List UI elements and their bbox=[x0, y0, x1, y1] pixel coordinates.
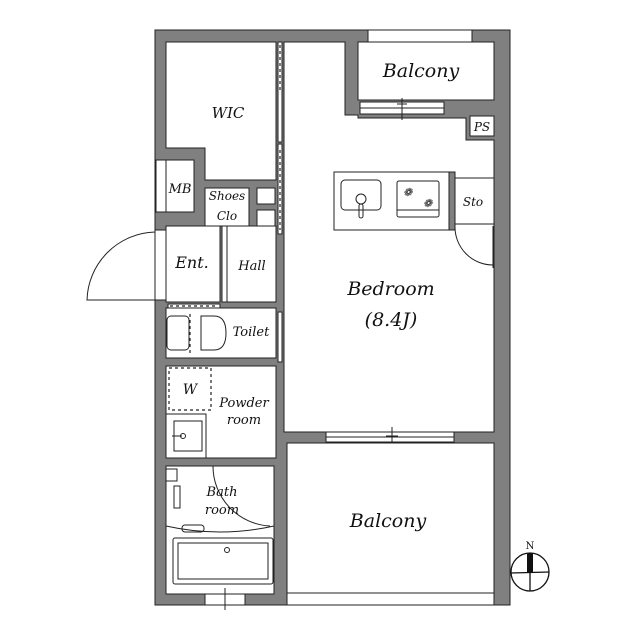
toilet-tank bbox=[166, 315, 190, 351]
north-compass-icon: N bbox=[510, 541, 550, 592]
room-shoes-closet bbox=[204, 187, 250, 227]
label-toilet: Toilet bbox=[233, 325, 270, 340]
balcony-bottom-rail bbox=[286, 592, 495, 606]
label-ps: PS bbox=[473, 120, 490, 134]
label-hall: Hall bbox=[237, 259, 265, 274]
label-powder-room: room bbox=[227, 413, 261, 428]
label-shoes: Shoes bbox=[209, 189, 245, 203]
label-mb: MB bbox=[168, 182, 192, 197]
shelf-small-1 bbox=[256, 187, 276, 205]
wic-sliding-door[interactable] bbox=[277, 41, 283, 143]
room-wic bbox=[165, 41, 277, 181]
stove bbox=[396, 180, 440, 218]
room-mb bbox=[165, 159, 195, 213]
room-storage bbox=[454, 177, 495, 225]
toilet-bowl bbox=[200, 315, 227, 351]
burner-icon: ❁ bbox=[423, 197, 433, 210]
label-bedroom-size: (8.4J) bbox=[365, 309, 418, 331]
room-entrance bbox=[165, 225, 221, 303]
label-balcony-bottom: Balcony bbox=[349, 510, 427, 532]
bath-door-swing[interactable] bbox=[212, 465, 271, 527]
room-ps bbox=[469, 115, 495, 137]
entrance-door-opening[interactable] bbox=[154, 229, 167, 301]
compass-north-label: N bbox=[526, 541, 535, 552]
label-entrance: Ent. bbox=[174, 253, 209, 272]
label-wic: WIC bbox=[212, 104, 245, 122]
kitchen-sink bbox=[340, 179, 382, 211]
entrance-door-swing[interactable] bbox=[86, 231, 156, 301]
burner-icon: ❁ bbox=[403, 186, 413, 199]
room-balcony-bottom bbox=[286, 442, 495, 594]
shelf-small-2 bbox=[256, 209, 276, 227]
label-powder: Powder bbox=[218, 396, 269, 411]
label-sto: Sto bbox=[463, 195, 483, 209]
label-balcony-top: Balcony bbox=[382, 60, 460, 82]
room-hall bbox=[221, 225, 277, 303]
storage-door-swing[interactable] bbox=[454, 225, 494, 266]
room-balcony-top bbox=[357, 41, 495, 101]
kitchen-counter bbox=[333, 171, 450, 231]
washer-space bbox=[168, 367, 212, 411]
balcony-top-rail bbox=[367, 29, 473, 43]
room-bath bbox=[165, 465, 275, 595]
label-washer: W bbox=[183, 382, 199, 398]
label-bath: Bath bbox=[206, 485, 238, 500]
label-clo: Clo bbox=[217, 209, 237, 223]
label-bedroom: Bedroom bbox=[346, 278, 434, 300]
toilet-door[interactable] bbox=[277, 311, 283, 363]
bathtub bbox=[172, 537, 274, 585]
label-bath-room: room bbox=[205, 503, 239, 518]
